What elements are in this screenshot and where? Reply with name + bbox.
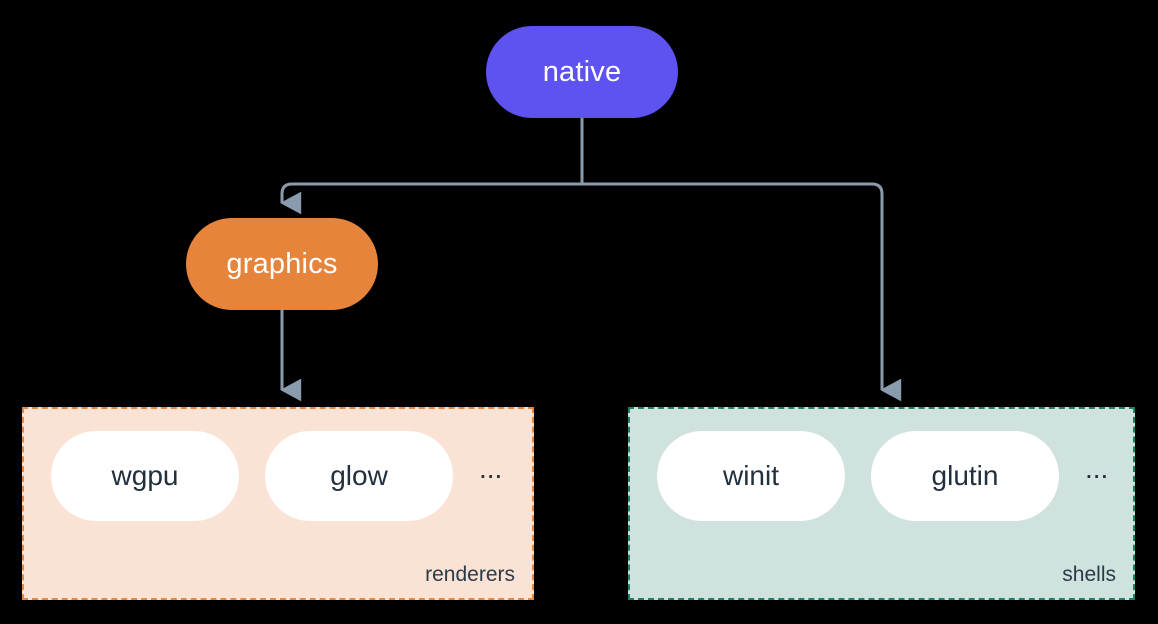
leaf-node-glutin[interactable]: glutin (871, 431, 1059, 521)
group-shells-items: winit glutin ... (630, 431, 1133, 521)
node-graphics-label: graphics (226, 247, 338, 280)
node-graphics[interactable]: graphics (186, 218, 378, 310)
group-renderers-items: wgpu glow ... (24, 431, 532, 521)
edge-native-to-graphics (280, 182, 582, 215)
node-native[interactable]: native (486, 26, 678, 118)
leaf-node-glow-label: glow (330, 460, 388, 491)
leaf-node-glow[interactable]: glow (265, 431, 453, 521)
group-renderers: wgpu glow ... renderers (22, 407, 534, 600)
shells-overflow-ellipsis: ... (1085, 453, 1109, 484)
group-renderers-label: renderers (425, 563, 515, 586)
group-shells: winit glutin ... shells (628, 407, 1135, 600)
edge-native-to-shells (582, 182, 902, 402)
renderers-overflow-ellipsis: ... (479, 453, 503, 484)
node-native-label: native (542, 55, 622, 88)
leaf-node-wgpu-label: wgpu (111, 460, 179, 491)
leaf-node-wgpu[interactable]: wgpu (51, 431, 239, 521)
leaf-node-glutin-label: glutin (931, 460, 999, 491)
group-shells-label: shells (1062, 563, 1116, 586)
leaf-node-winit[interactable]: winit (657, 431, 845, 521)
leaf-node-winit-label: winit (722, 460, 779, 491)
